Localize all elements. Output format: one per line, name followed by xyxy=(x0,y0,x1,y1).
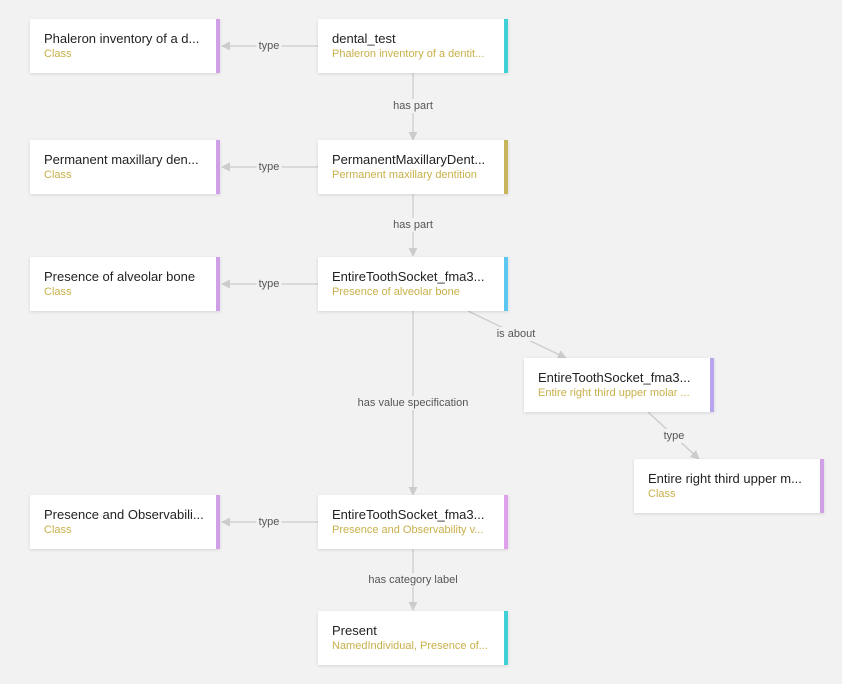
node-present[interactable]: Present NamedIndividual, Presence of... xyxy=(318,611,508,665)
node-subtitle: Entire right third upper molar ... xyxy=(538,387,690,399)
node-subtitle: Class xyxy=(648,488,676,500)
node-title: EntireToothSocket_fma3... xyxy=(332,269,485,284)
node-subtitle: Presence and Observability v... xyxy=(332,524,484,536)
node-subtitle: Class xyxy=(44,169,72,181)
node-title: EntireToothSocket_fma3... xyxy=(538,370,691,385)
node-title: Presence and Observabili... xyxy=(44,507,204,522)
node-title: Entire right third upper m... xyxy=(648,471,802,486)
edge-label-has-part: has part xyxy=(391,99,435,113)
edge-label-type: type xyxy=(256,39,282,53)
node-entire-tooth-socket-presence[interactable]: EntireToothSocket_fma3... Presence of al… xyxy=(318,257,508,311)
edge-label-type: type xyxy=(256,160,282,174)
node-dental-test[interactable]: dental_test Phaleron inventory of a dent… xyxy=(318,19,508,73)
node-subtitle: Class xyxy=(44,524,72,536)
node-title: Permanent maxillary den... xyxy=(44,152,199,167)
edge-label-has-category-label: has category label xyxy=(366,573,460,587)
node-title: Presence of alveolar bone xyxy=(44,269,196,284)
node-class-presence-observability[interactable]: Presence and Observabili... Class xyxy=(30,495,220,549)
node-subtitle: Class xyxy=(44,286,72,298)
node-class-entire-right-third-upper-molar[interactable]: Entire right third upper m... Class xyxy=(634,459,824,513)
node-title: Present xyxy=(332,623,377,638)
node-title: PermanentMaxillaryDent... xyxy=(332,152,486,167)
node-subtitle: Class xyxy=(44,48,72,60)
node-title: Phaleron inventory of a d... xyxy=(44,31,200,46)
node-class-permanent-maxillary-dentition[interactable]: Permanent maxillary den... Class xyxy=(30,140,220,194)
node-subtitle: Permanent maxillary dentition xyxy=(332,169,477,181)
edge-label-type: type xyxy=(256,277,282,291)
node-subtitle: NamedIndividual, Presence of... xyxy=(332,640,488,652)
edge-label-type: type xyxy=(256,515,282,529)
node-title: EntireToothSocket_fma3... xyxy=(332,507,485,522)
edge-label-has-value-specification: has value specification xyxy=(355,396,471,410)
node-entire-tooth-socket-molar[interactable]: EntireToothSocket_fma3... Entire right t… xyxy=(524,358,714,412)
node-title: dental_test xyxy=(332,31,396,46)
node-entire-tooth-socket-value-spec[interactable]: EntireToothSocket_fma3... Presence and O… xyxy=(318,495,508,549)
edge-label-type: type xyxy=(661,429,687,443)
edge-label-has-part: has part xyxy=(391,218,435,232)
node-class-phaleron-inventory[interactable]: Phaleron inventory of a d... Class xyxy=(30,19,220,73)
node-subtitle: Phaleron inventory of a dentit... xyxy=(332,48,485,60)
node-class-presence-alveolar-bone[interactable]: Presence of alveolar bone Class xyxy=(30,257,220,311)
node-subtitle: Presence of alveolar bone xyxy=(332,286,460,298)
node-permanent-maxillary-dentition[interactable]: PermanentMaxillaryDent... Permanent maxi… xyxy=(318,140,508,194)
edge-label-is-about: is about xyxy=(494,327,538,341)
